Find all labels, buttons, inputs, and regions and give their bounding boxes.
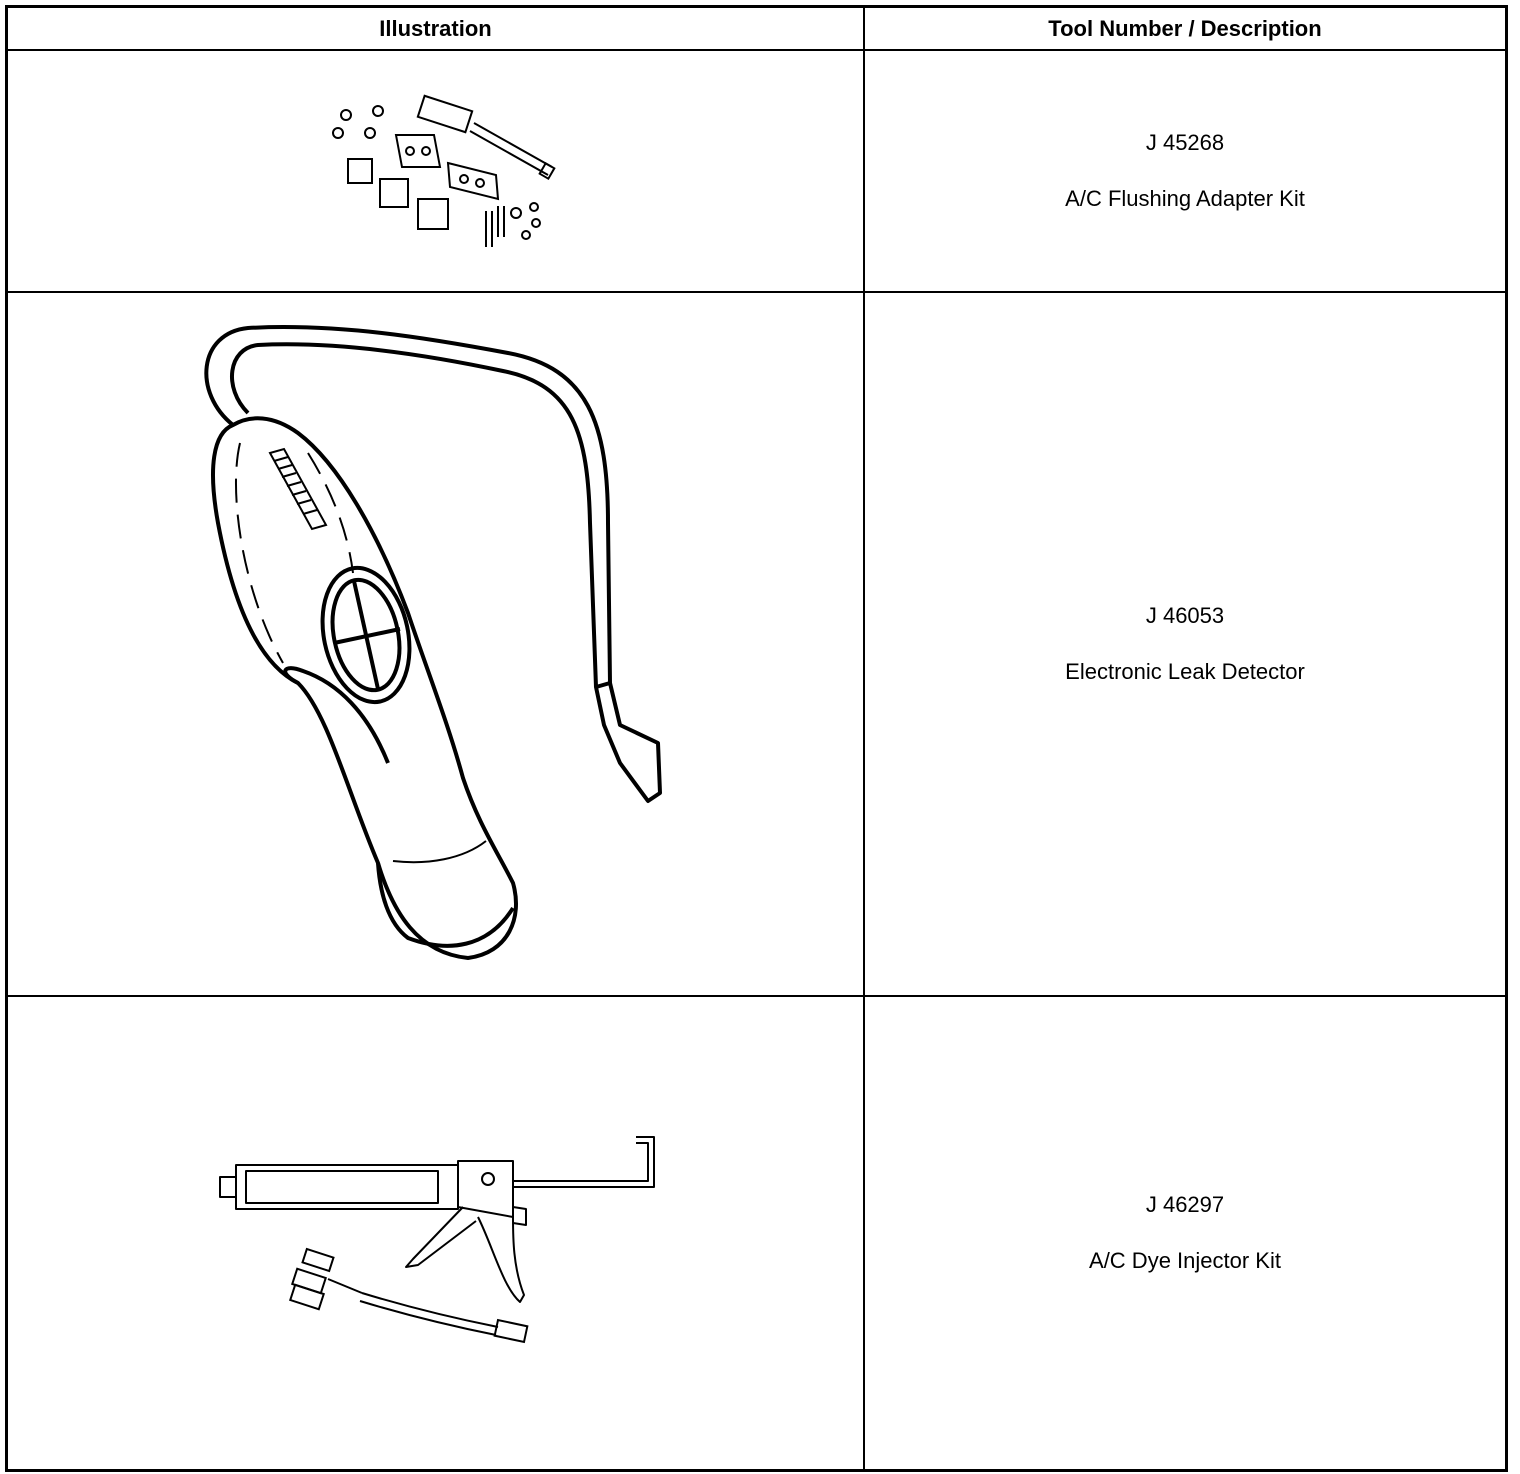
header-illustration: Illustration [5, 5, 865, 51]
table-row: J 46297 A/C Dye Injector Kit [5, 995, 1508, 1472]
leak-detector-icon [204, 325, 662, 960]
table-row: J 45268 A/C Flushing Adapter Kit [5, 49, 1508, 293]
tool-name: A/C Dye Injector Kit [1089, 1248, 1281, 1273]
illustration-cell [5, 49, 865, 293]
header-tool-description: Tool Number / Description [863, 5, 1508, 51]
tool-description-cell: J 45268 A/C Flushing Adapter Kit [863, 49, 1508, 293]
tool-description-cell: J 46053 Electronic Leak Detector [863, 291, 1508, 997]
header-row: Illustration Tool Number / Description [5, 5, 1508, 51]
tool-number: J 45268 [1145, 130, 1225, 155]
flushing-adapter-kit-icon [332, 94, 556, 247]
illustration-cell [5, 291, 865, 997]
tool-number: J 46053 [1145, 603, 1225, 628]
tool-number: J 46297 [1145, 1192, 1225, 1217]
tool-description-cell: J 46297 A/C Dye Injector Kit [863, 995, 1508, 1472]
table-row: J 46053 Electronic Leak Detector [5, 291, 1508, 997]
tool-name: Electronic Leak Detector [1065, 659, 1305, 684]
special-tools-table: Illustration Tool Number / Description [5, 5, 1508, 1472]
illustration-cell [5, 995, 865, 1472]
tool-name: A/C Flushing Adapter Kit [1065, 186, 1305, 211]
dye-injector-kit-icon [219, 1136, 655, 1344]
